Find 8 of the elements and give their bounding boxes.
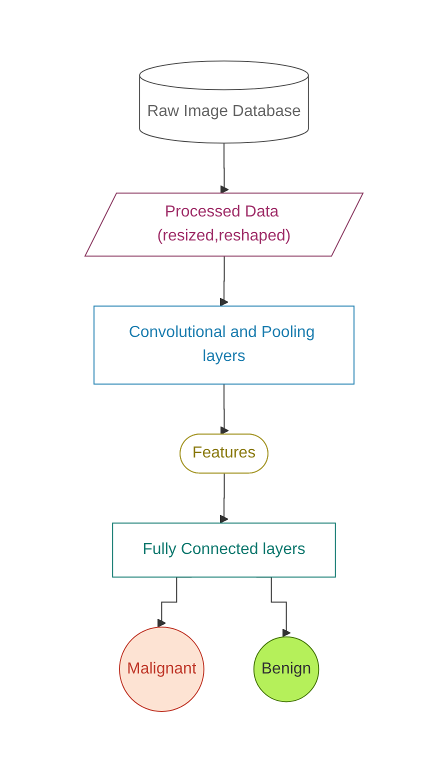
arrow bbox=[220, 384, 228, 436]
node-box: Fully Connected layers bbox=[112, 522, 336, 578]
node-box: Convolutional and Pooling layers bbox=[93, 306, 354, 385]
arrow bbox=[219, 256, 228, 307]
arrow bbox=[219, 473, 228, 524]
arrow bbox=[220, 142, 228, 194]
node-circle: Benign bbox=[252, 636, 319, 702]
node-circle: Malignant bbox=[118, 626, 204, 712]
